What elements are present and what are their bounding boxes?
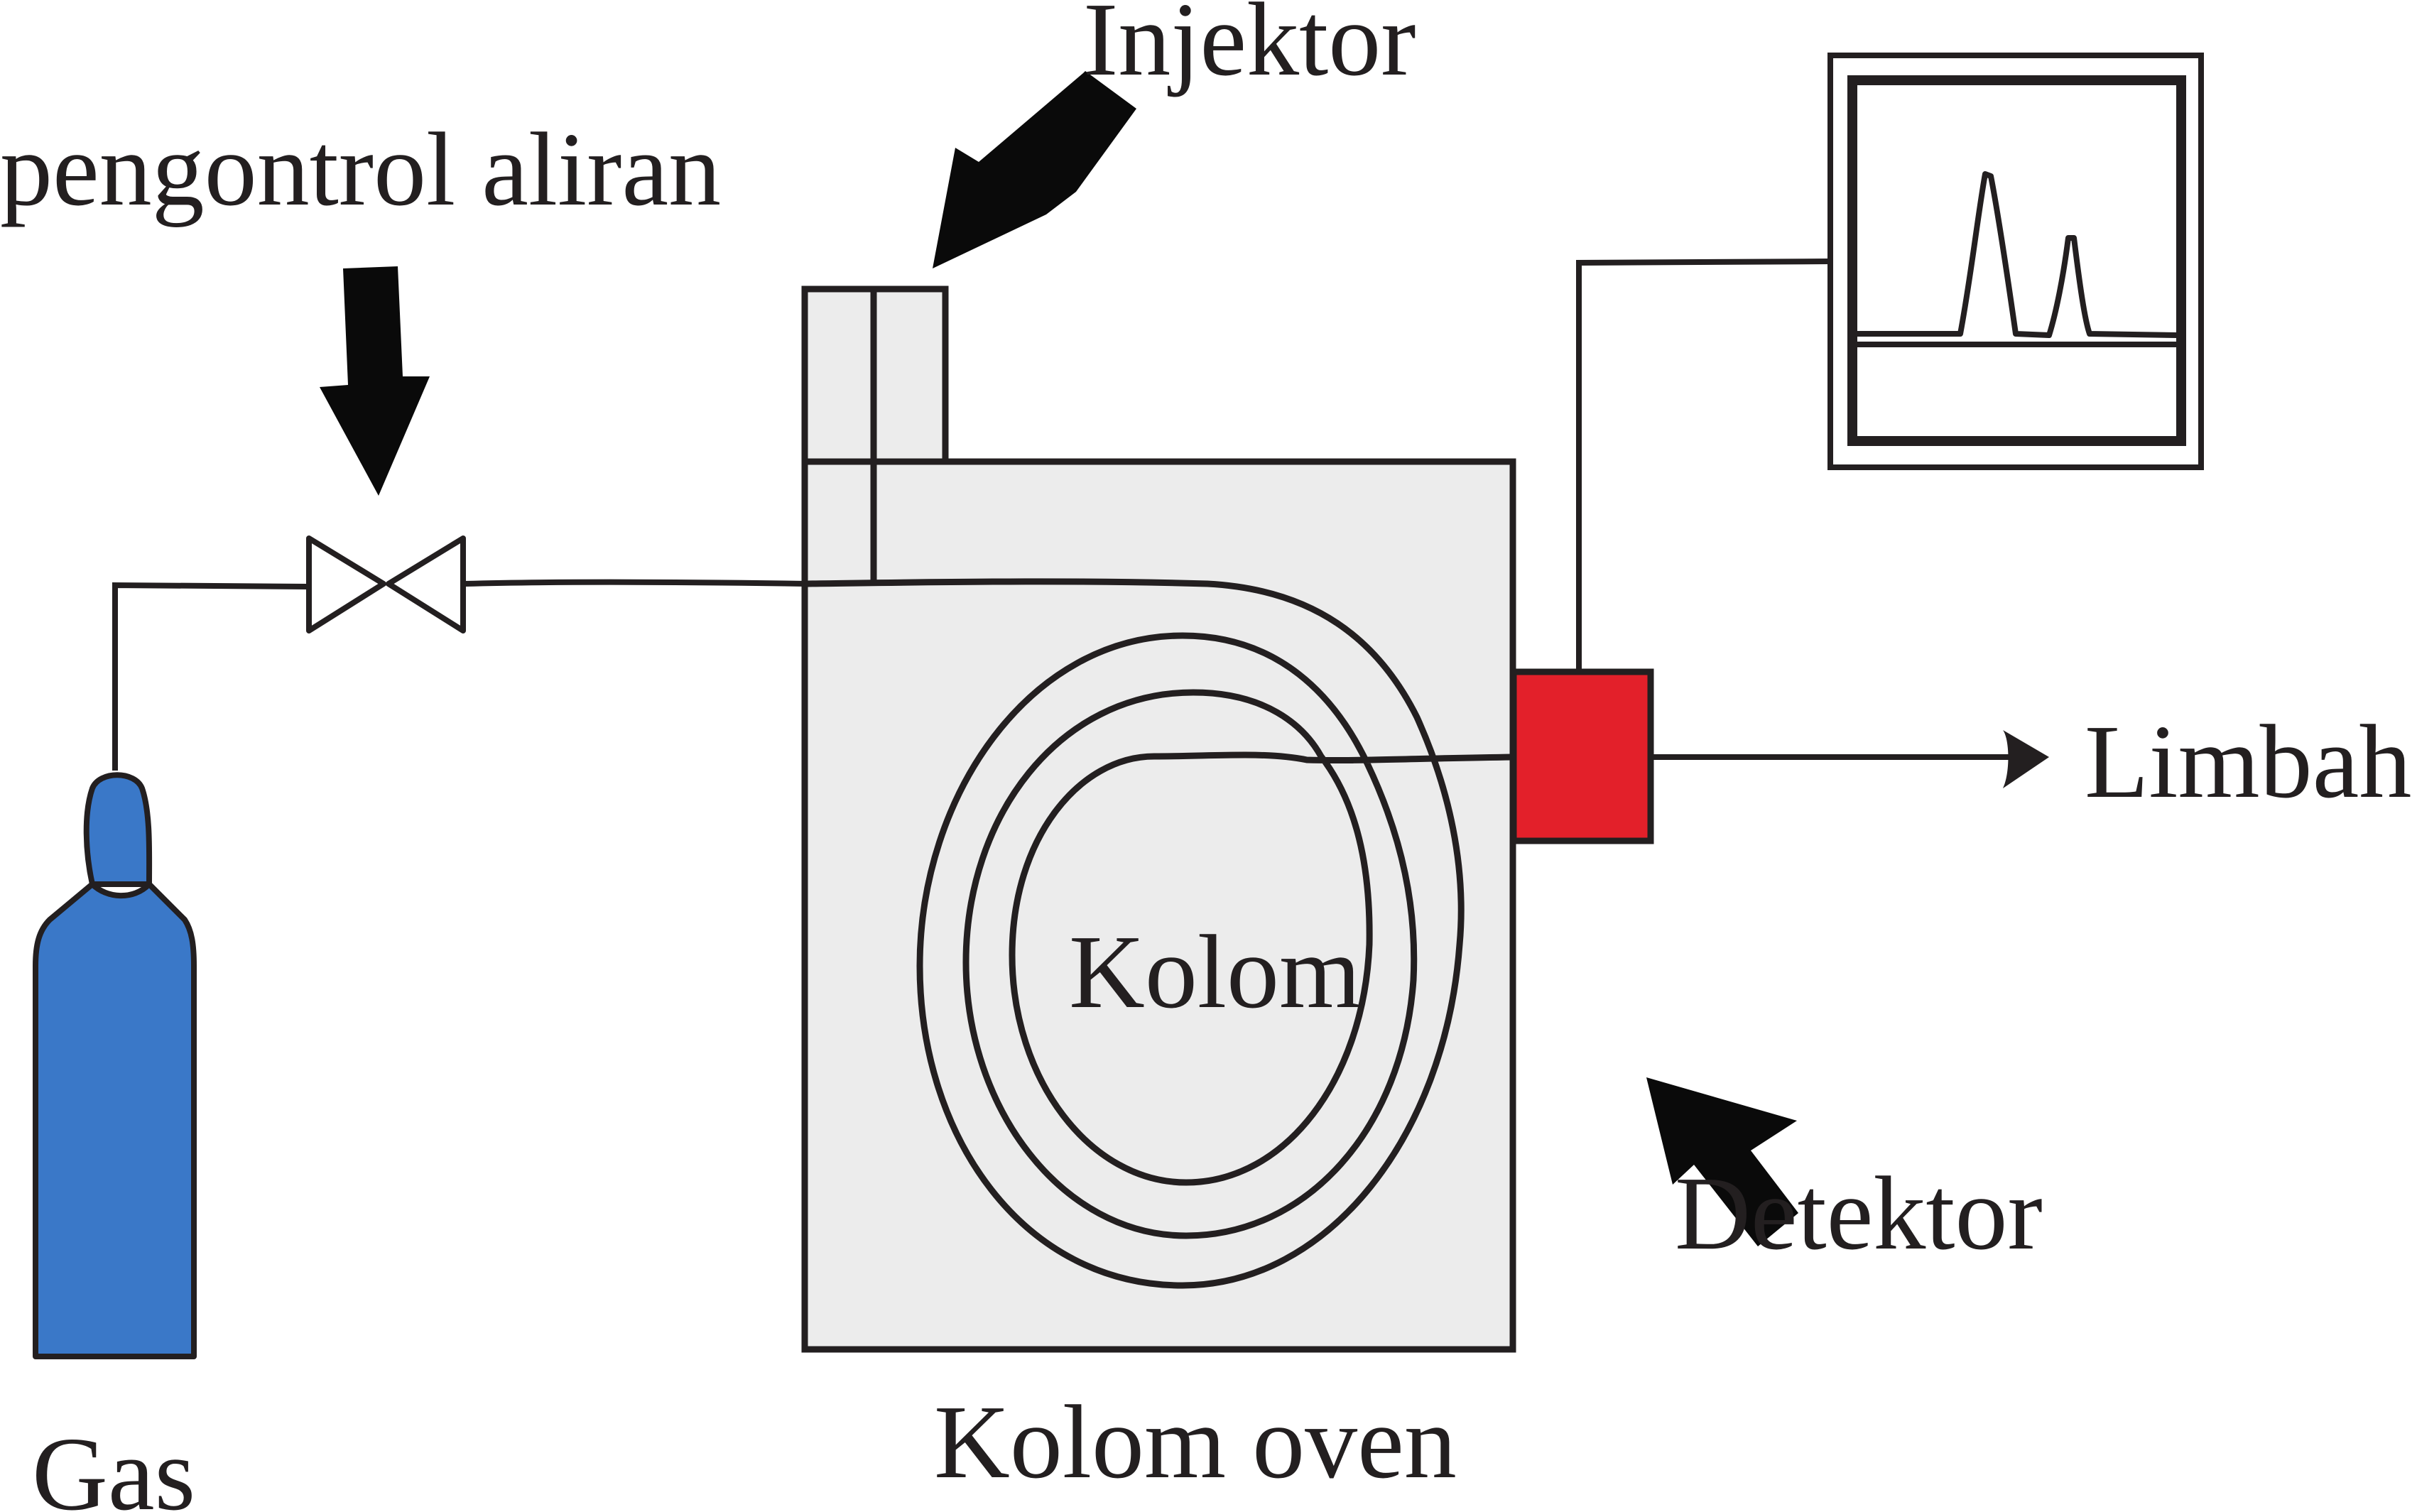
- column-label: Kolom: [1069, 914, 1361, 1030]
- detector-label: Detektor: [1675, 1155, 2043, 1272]
- column-oven-box: [801, 458, 1516, 1353]
- gas-cylinder-icon: [33, 772, 197, 1359]
- chromatogram-monitor-icon: [1827, 53, 2204, 470]
- flow-controller-arrow-icon: [320, 266, 430, 496]
- waste-label: Limbah: [2085, 704, 2411, 820]
- bowtie-valve-icon: [306, 535, 466, 633]
- injector-block: [801, 285, 949, 586]
- injector-arrow-icon: [933, 71, 1136, 268]
- gas-label: Gas: [32, 1416, 195, 1512]
- gas-cylinder-neck: [83, 772, 153, 887]
- gas-cylinder-body: [33, 881, 197, 1359]
- waste-arrow: [1651, 730, 2049, 788]
- detector-arrow-icon: [1646, 1077, 1798, 1246]
- flow-controller-label: pengontrol aliran: [0, 112, 721, 228]
- carrier-line: [465, 579, 807, 587]
- gas-line: [112, 582, 308, 771]
- column-oven-label: Kolom oven: [934, 1384, 1457, 1501]
- chromatogram-trace: [1857, 171, 2178, 338]
- injector-label: Injektor: [1083, 0, 1416, 98]
- detector-block: [1510, 668, 1654, 844]
- signal-line: [1576, 259, 1830, 672]
- column-coil: [804, 578, 1514, 1289]
